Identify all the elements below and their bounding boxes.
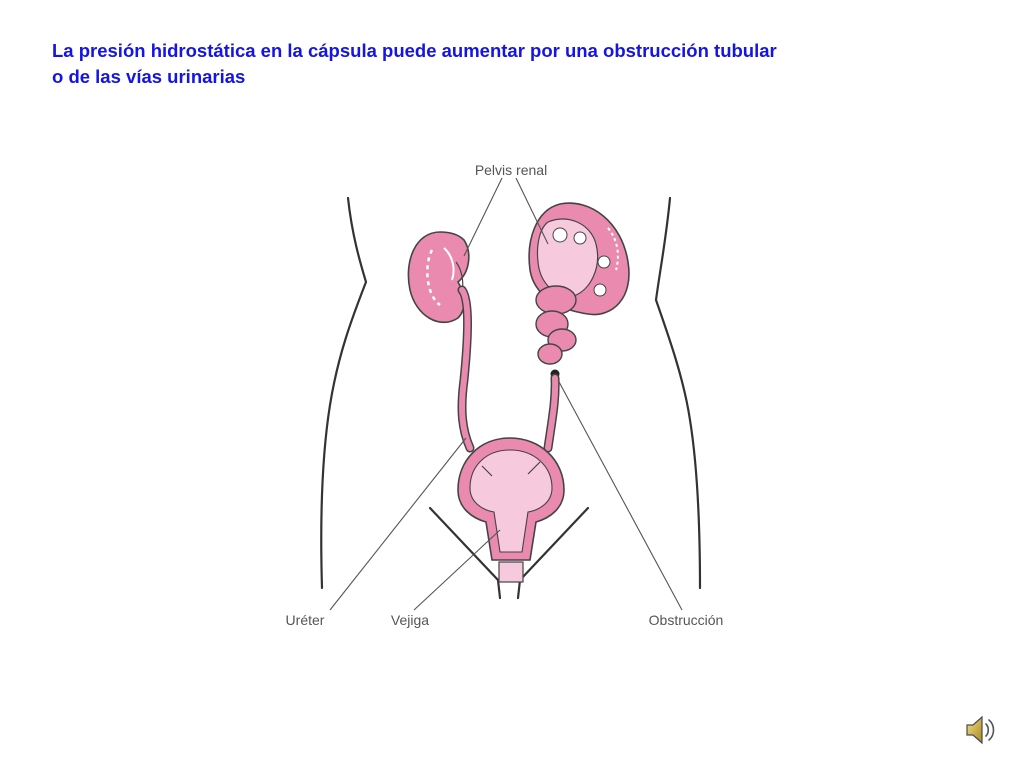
speaker-icon [966, 715, 995, 745]
leader-lines [329, 177, 683, 611]
right-ureter [543, 373, 560, 453]
label-obstruccion: Obstrucción [649, 612, 724, 628]
label-ureter: Uréter [286, 612, 325, 628]
title-line-2: o de las vías urinarias [52, 66, 246, 87]
left-kidney [407, 231, 470, 324]
label-vejiga: Vejiga [391, 612, 429, 628]
bladder [457, 437, 565, 583]
label-pelvis-renal: Pelvis renal [475, 162, 547, 178]
slide-title: La presión hidrostática en la cápsula pu… [52, 38, 972, 90]
left-ureter [457, 285, 475, 453]
title-line-1: La presión hidrostática en la cápsula pu… [52, 40, 777, 61]
sound-button[interactable] [964, 712, 998, 748]
right-dilated-ureter [535, 285, 577, 365]
